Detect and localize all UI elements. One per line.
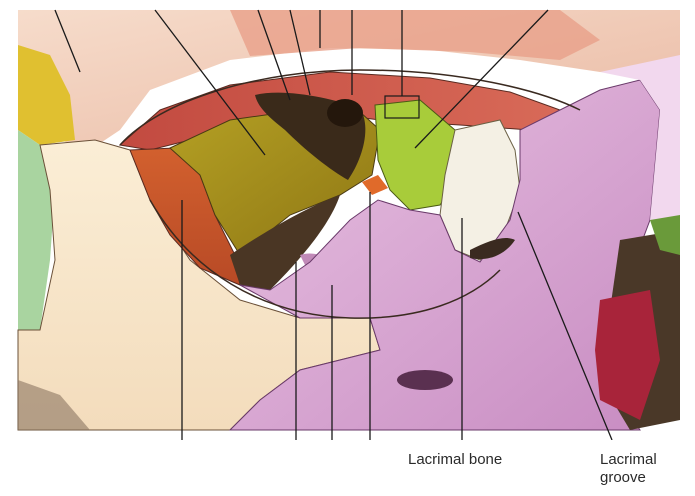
label-lacrimal-bone: Lacrimal bone xyxy=(408,451,502,469)
orbit-illustration xyxy=(0,0,695,440)
optic-canal xyxy=(327,99,363,127)
label-lacrimal-groove-line1: Lacrimal xyxy=(600,451,657,469)
label-lacrimal-groove-line2: groove xyxy=(600,469,657,487)
infraorbital-foramen xyxy=(397,370,453,390)
label-lacrimal-groove: Lacrimal groove xyxy=(600,451,657,487)
